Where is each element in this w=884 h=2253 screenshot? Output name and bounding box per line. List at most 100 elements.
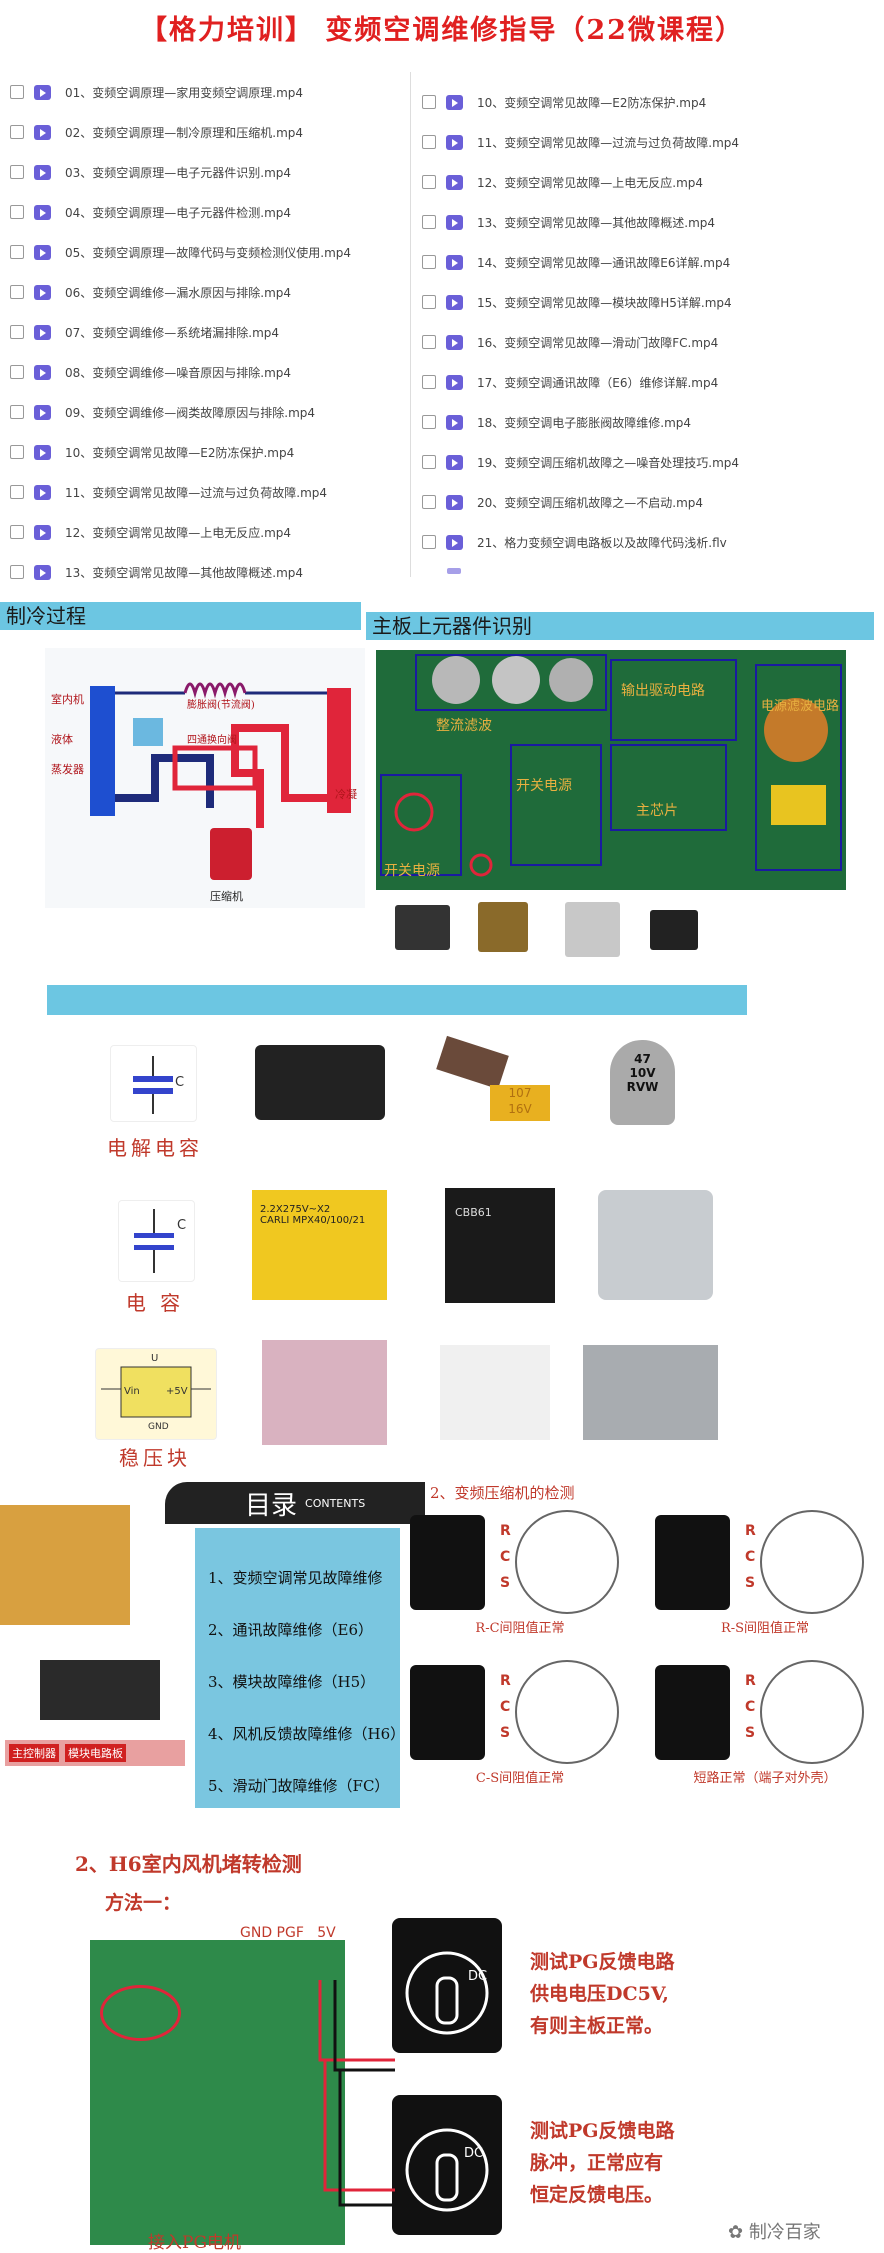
label-expansion: 膨胀阀(节流阀) [187,698,255,711]
contents-header: 目录 CONTENTS [165,1482,425,1524]
video-file-icon [34,524,51,540]
mb-label-0: 整流滤波 [436,718,492,734]
file-row[interactable]: 08、变频空调维修—噪音原因与排除.mp4 [10,352,405,392]
terminal-label: R [745,1523,756,1539]
file-name: 08、变频空调维修—噪音原因与排除.mp4 [65,365,292,380]
checkbox[interactable] [422,375,436,389]
file-row[interactable]: 12、变频空调常见故障—上电无反应.mp4 [10,512,405,552]
h6-text-line: 脉冲，正常应有 [530,2152,664,2174]
file-row[interactable]: 04、变频空调原理—电子元器件检测.mp4 [10,192,405,232]
terminal-label: R [745,1673,756,1689]
checkbox[interactable] [422,295,436,309]
video-file-icon [34,484,51,500]
h6-title: 2、H6室内风机堵转检测 [75,1852,302,1876]
meter-bottom-dc: DC [464,2146,483,2161]
checkbox[interactable] [10,365,24,379]
checkbox[interactable] [422,335,436,349]
checkbox[interactable] [422,455,436,469]
electrolytic-photo [255,1045,385,1120]
checkbox[interactable] [422,95,436,109]
contents-item[interactable]: 5、滑动门故障维修（FC） [208,1777,390,1795]
file-row[interactable]: 11、变频空调常见故障—过流与过负荷故障.mp4 [10,472,405,512]
checkbox[interactable] [10,125,24,139]
h6-bottom-label: 接入PG电机 [148,2233,242,2253]
file-name: 02、变频空调原理—制冷原理和压缩机.mp4 [65,125,304,140]
file-row[interactable]: 14、变频空调常见故障—通讯故障E6详解.mp4 [422,242,882,282]
checkbox[interactable] [10,165,24,179]
file-row[interactable]: 09、变频空调维修—阀类故障原因与排除.mp4 [10,392,405,432]
mainboard-banner: 主板上元器件识别 [366,612,874,640]
video-file-icon [446,494,463,510]
checkbox[interactable] [422,215,436,229]
file-row[interactable]: 19、变频空调压缩机故障之—噪音处理技巧.mp4 [422,442,882,482]
compressor-test-caption: C-S间阻值正常 [475,1771,565,1786]
checkbox[interactable] [422,535,436,549]
checkbox[interactable] [10,285,24,299]
contents-item[interactable]: 2、通讯故障维修（E6） [208,1621,374,1639]
video-file-icon [34,404,51,420]
file-name: 06、变频空调维修—漏水原因与排除.mp4 [65,285,292,300]
mb-label-5: 开关电源 [384,863,440,879]
file-row[interactable]: 05、变频空调原理—故障代码与变频检测仪使用.mp4 [10,232,405,272]
contents-item[interactable]: 4、风机反馈故障维修（H6） [208,1725,400,1743]
checkbox[interactable] [422,415,436,429]
multimeter-photo [0,1505,130,1625]
reg-vin: Vin [124,1386,140,1397]
file-row[interactable]: 13、变频空调常见故障—其他故障概述.mp4 [10,552,405,592]
checkbox[interactable] [422,495,436,509]
refrigeration-svg: 室内机 液体 蒸发器 膨胀阀(节流阀) 四通换向阀 冷凝 压缩机 [51,682,357,903]
contents-item[interactable]: 1、变频空调常见故障维修 [208,1569,383,1587]
terminal-label: S [500,1575,511,1591]
file-row[interactable]: 13、变频空调常见故障—其他故障概述.mp4 [422,202,882,242]
file-name: 14、变频空调常见故障—通讯故障E6详解.mp4 [477,255,731,270]
checkbox[interactable] [10,405,24,419]
electrolytic-symbol: C [110,1045,197,1122]
file-name: 10、变频空调常见故障—E2防冻保护.mp4 [65,445,295,460]
file-row[interactable]: 10、变频空调常见故障—E2防冻保护.mp4 [10,432,405,472]
file-row[interactable]: 16、变频空调常见故障—滑动门故障FC.mp4 [422,322,882,362]
file-row[interactable]: 17、变频空调通讯故障（E6）维修详解.mp4 [422,362,882,402]
capacitor-label: 电 容 [125,1291,185,1315]
file-row[interactable]: 12、变频空调常见故障—上电无反应.mp4 [422,162,882,202]
h6-pins: GND PGF 5V [240,1925,336,1941]
file-row[interactable]: 02、变频空调原理—制冷原理和压缩机.mp4 [10,112,405,152]
file-row[interactable]: 18、变频空调电子膨胀阀故障维修.mp4 [422,402,882,442]
checkbox[interactable] [10,485,24,499]
h6-text-line: 测试PG反馈电路 [530,2120,675,2142]
file-row[interactable]: 07、变频空调维修—系统堵漏排除.mp4 [10,312,405,352]
checkbox[interactable] [10,85,24,99]
checkbox[interactable] [422,175,436,189]
mainboard-svg: 整流滤波 输出驱动电路 电源滤波电路 开关电源 主芯片 开关电源 [380,654,842,879]
reg-gnd: GND [148,1422,169,1432]
electrolytic-label: 电解电容 [107,1136,203,1160]
contents-sub: CONTENTS [305,1496,366,1510]
checkbox[interactable] [10,325,24,339]
tag-module-board: 模块电路板 [65,1744,126,1762]
file-row[interactable]: 10、变频空调常见故障—E2防冻保护.mp4 [422,82,882,122]
compressor-motor [515,1510,619,1614]
contents-item[interactable]: 3、模块故障维修（H5） [208,1673,376,1691]
file-row[interactable]: 11、变频空调常见故障—过流与过负荷故障.mp4 [422,122,882,162]
component-transformer [478,902,528,952]
file-row[interactable]: 01、变频空调原理—家用变频空调原理.mp4 [10,72,405,112]
checkbox[interactable] [422,255,436,269]
file-name: 19、变频空调压缩机故障之—噪音处理技巧.mp4 [477,455,740,470]
file-row[interactable]: 20、变频空调压缩机故障之—不启动.mp4 [422,482,882,522]
tag-main-controller: 主控制器 [9,1744,59,1762]
checkbox[interactable] [422,135,436,149]
video-file-icon [446,254,463,270]
checkbox[interactable] [10,445,24,459]
file-row[interactable]: 03、变频空调原理—电子元器件识别.mp4 [10,152,405,192]
file-row[interactable]: 21、格力变频空调电路板以及故障代码浅析.flv [422,522,882,562]
checkbox[interactable] [10,205,24,219]
checkbox[interactable] [10,245,24,259]
checkbox[interactable] [10,565,24,579]
file-row[interactable]: 15、变频空调常见故障—模块故障H5详解.mp4 [422,282,882,322]
list-divider [410,72,411,577]
file-row[interactable]: 06、变频空调维修—漏水原因与排除.mp4 [10,272,405,312]
checkbox[interactable] [10,525,24,539]
file-name: 09、变频空调维修—阀类故障原因与排除.mp4 [65,405,316,420]
